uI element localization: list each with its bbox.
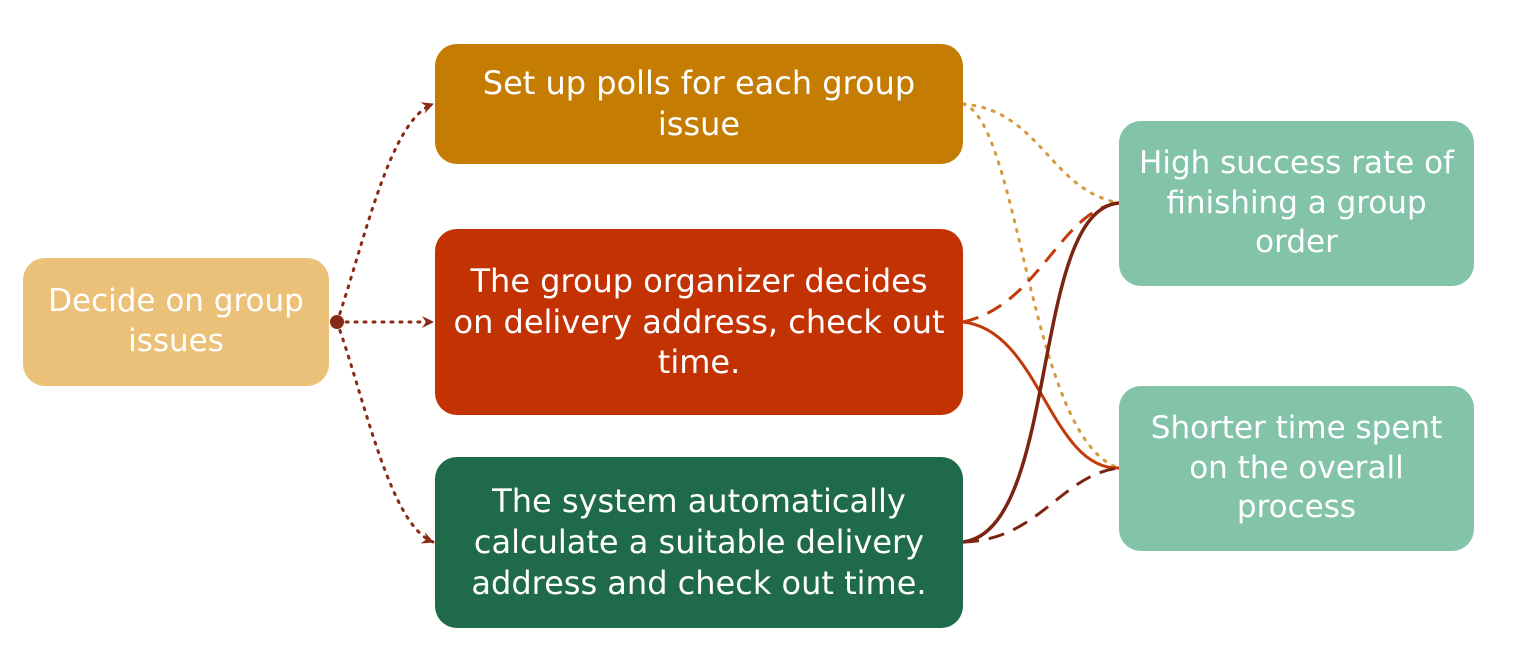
node-label: Set up polls for each group issue [482, 64, 916, 143]
node-label: High success rate of finishing a group o… [1139, 144, 1454, 261]
node-decide-on-group-issues: Decide on group issues [23, 258, 329, 386]
node-label: The system automatically calculate a sui… [471, 482, 927, 602]
node-label: The group organizer decides on delivery … [453, 261, 945, 382]
node-shorter-time: Shorter time spent on the overall proces… [1119, 386, 1474, 551]
link-organizer-to-shorter [962, 320, 1120, 470]
node-system-calculates: The system automatically calculate a sui… [435, 457, 963, 628]
link-system-to-shorter [962, 466, 1120, 544]
node-label: Decide on group issues [48, 283, 304, 359]
link-organizer-to-success [962, 201, 1120, 324]
link-polls-to-success [961, 102, 1121, 205]
node-high-success-rate: High success rate of finishing a group o… [1119, 121, 1474, 286]
node-set-up-polls: Set up polls for each group issue [435, 44, 963, 164]
link-polls-to-shorter [961, 102, 1121, 470]
arrow-root-to-system [335, 320, 435, 544]
arrow-root-to-polls [335, 102, 435, 324]
node-organizer-decides: The group organizer decides on delivery … [435, 229, 963, 415]
link-system-to-success [962, 201, 1120, 544]
node-label: Shorter time spent on the overall proces… [1150, 409, 1443, 526]
